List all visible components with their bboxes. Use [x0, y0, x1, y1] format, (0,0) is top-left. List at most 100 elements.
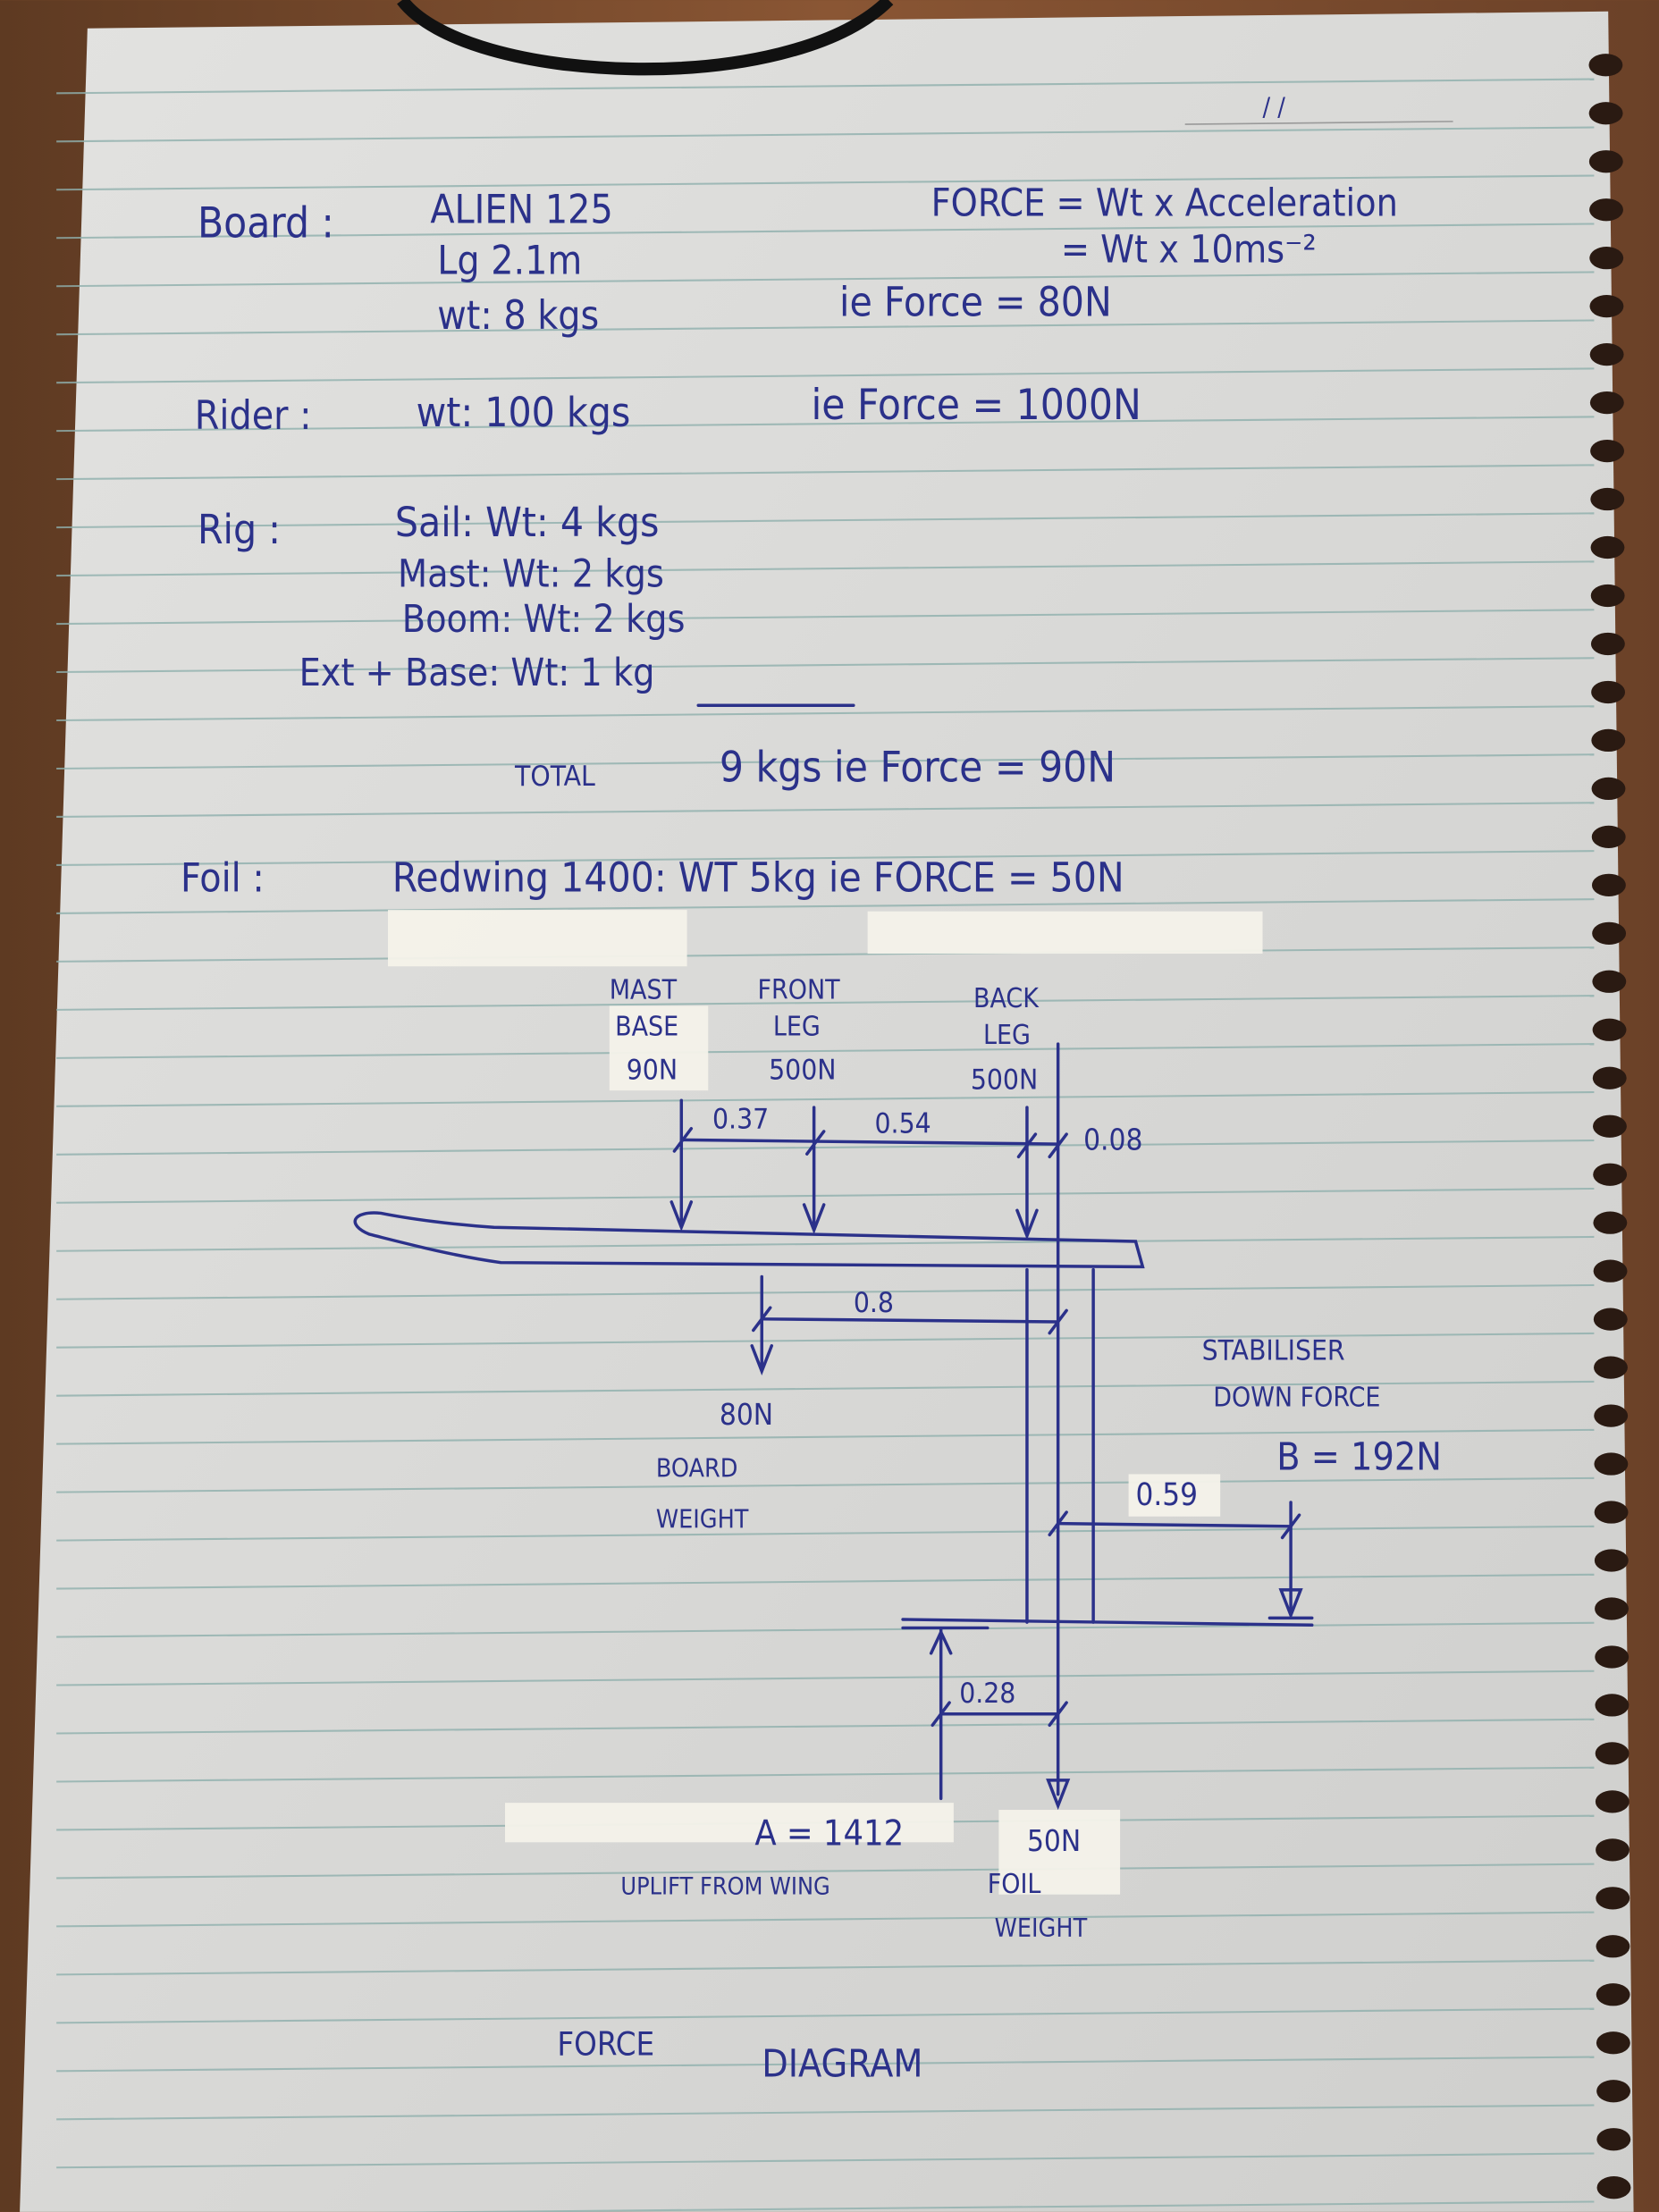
spiral-hole: [1596, 2128, 1631, 2151]
ruled-line: [56, 1043, 1595, 1059]
ruled-line: [56, 1283, 1595, 1300]
ruled-line: [56, 898, 1595, 914]
spiral-hole: [1593, 1114, 1627, 1138]
rig-item: Mast: Wt: 2 kgs: [398, 552, 664, 597]
ruled-line: [56, 1380, 1595, 1397]
paper-sheet: [20, 11, 1634, 2212]
spiral-hole: [1596, 2176, 1631, 2199]
spiral-hole: [1591, 777, 1626, 801]
force-diagram: [353, 1042, 1314, 1811]
ruled-line: [56, 1525, 1595, 1542]
dim-front-back: 0.54: [875, 1107, 931, 1140]
rig-total-label: TOTAL: [514, 761, 595, 793]
spiral-hole: [1596, 1983, 1630, 2006]
svg-text:BACK: BACK: [973, 983, 1040, 1014]
ruled-line: [56, 657, 1595, 674]
ruled-line: [56, 1332, 1595, 1349]
rider-weight: wt: 100 kgs: [417, 389, 631, 436]
svg-text:WEIGHT: WEIGHT: [656, 1504, 749, 1534]
spiral-hole: [1593, 1308, 1628, 1331]
spiral-hole: [1594, 1356, 1628, 1379]
ruled-line: [56, 1959, 1595, 1976]
front-leg-label: FRONT LEG 500N: [758, 975, 841, 1087]
ruled-line: [56, 995, 1595, 1011]
ruled-line: [56, 1235, 1595, 1252]
ruled-line: [56, 609, 1595, 626]
spiral-hole: [1595, 1790, 1630, 1813]
foil-label: Foil :: [181, 856, 265, 902]
ruled-line: [56, 1476, 1595, 1493]
tape-patch: [867, 911, 1263, 955]
svg-text:80N: 80N: [720, 1397, 773, 1432]
ruled-line: [56, 512, 1595, 529]
ruled-line: [56, 753, 1595, 770]
ruled-line: [56, 1718, 1595, 1735]
ruled-line: [56, 78, 1595, 95]
spiral-hole: [1596, 2031, 1630, 2055]
uplift-label: A = 1412 UPLIFT FROM WING: [620, 1812, 904, 1900]
ruled-lines: [56, 78, 1595, 2212]
svg-text:LEG: LEG: [773, 1012, 821, 1043]
spiral-hole: [1589, 198, 1623, 222]
svg-text:STABILISER: STABILISER: [1202, 1335, 1345, 1367]
dim-board-weight: 0.8: [854, 1287, 894, 1319]
spiral-hole: [1589, 247, 1624, 270]
rider-force: ie Force = 1000N: [811, 381, 1141, 430]
ruled-line: [56, 223, 1595, 240]
ruled-line: [56, 126, 1595, 143]
spiral-hole: [1589, 342, 1624, 366]
ruled-line: [56, 1428, 1595, 1445]
rig-label: Rig :: [198, 506, 281, 553]
dim-mast-front: 0.37: [712, 1104, 769, 1136]
spiral-hole: [1590, 535, 1625, 559]
spiral-hole: [1591, 825, 1626, 848]
svg-text:500N: 500N: [769, 1055, 836, 1087]
svg-text:DOWN FORCE: DOWN FORCE: [1213, 1383, 1380, 1414]
svg-text:50N: 50N: [1027, 1823, 1081, 1858]
spiral-hole: [1588, 102, 1623, 125]
spiral-hole: [1590, 584, 1625, 608]
spiral-hole: [1591, 728, 1626, 753]
cable: [397, 0, 894, 76]
spiral-hole: [1595, 1597, 1629, 1620]
date-field: / /: [1263, 93, 1286, 122]
spiral-hole: [1596, 1887, 1630, 1910]
rider-label: Rider :: [195, 393, 312, 439]
spiral-hole: [1592, 1066, 1627, 1089]
spiral-hole: [1588, 54, 1623, 77]
rig-item: Ext + Base: Wt: 1 kg: [299, 651, 655, 695]
spiral-hole: [1593, 1259, 1628, 1283]
board-force: ie Force = 80N: [839, 279, 1112, 326]
tape-patch: [388, 910, 687, 967]
ruled-line: [56, 2104, 1595, 2121]
tape-patch: [1128, 1474, 1221, 1517]
date-line: [1184, 121, 1453, 125]
svg-text:WEIGHT: WEIGHT: [995, 1913, 1088, 1943]
spiral-hole: [1594, 1452, 1629, 1476]
spiral-hole: [1591, 873, 1626, 896]
rig-item: Sail: Wt: 4 kgs: [395, 499, 660, 546]
ruled-line: [56, 416, 1595, 433]
board-weight-label: 80N BOARD WEIGHT: [656, 1397, 773, 1534]
foil-weight-label: 50N FOIL WEIGHT: [988, 1823, 1088, 1943]
svg-text:UPLIFT FROM WING: UPLIFT FROM WING: [620, 1873, 830, 1901]
foil-text: Redwing 1400: WT 5kg ie FORCE = 50N: [392, 854, 1124, 902]
dim-back-mast: 0.08: [1083, 1122, 1142, 1156]
ruled-line: [56, 2007, 1595, 2024]
ruled-line: [370, 2200, 1595, 2212]
ruled-line: [56, 174, 1595, 191]
mast-base-label: MAST BASE 90N: [610, 975, 678, 1087]
spiral-hole: [1591, 680, 1626, 704]
spiral-hole: [1594, 1549, 1629, 1572]
board-label: Board :: [198, 198, 334, 248]
svg-text:DIAGRAM: DIAGRAM: [762, 2041, 922, 2086]
tape-patch: [998, 1810, 1121, 1895]
board-model: ALIEN 125: [430, 188, 612, 233]
svg-text:A = 1412: A = 1412: [754, 1812, 904, 1854]
dim-uplift: 0.28: [959, 1678, 1015, 1710]
force-formula-1: FORCE = Wt x Acceleration: [931, 181, 1398, 226]
spiral-hole: [1593, 1211, 1628, 1234]
ruled-line: [56, 367, 1595, 384]
svg-text:LEG: LEG: [983, 1020, 1031, 1051]
